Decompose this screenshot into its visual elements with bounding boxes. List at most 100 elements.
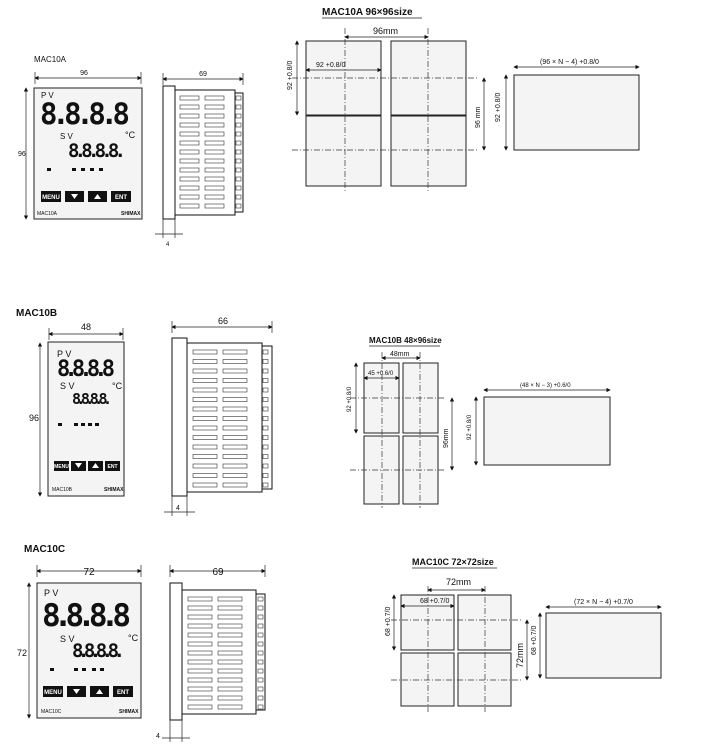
terminal — [235, 122, 242, 128]
terminal — [235, 194, 242, 200]
vent-slot — [187, 596, 213, 602]
side-depth-label: 66 — [218, 316, 228, 326]
brand-label: SHIMAX — [119, 709, 139, 715]
vent-slot — [179, 113, 200, 119]
model-title: MAC10C — [24, 544, 65, 555]
vent-slot — [179, 95, 200, 101]
terminal — [262, 473, 269, 478]
vent-slot — [222, 454, 248, 459]
front-height-label: 72 — [17, 648, 27, 658]
ent-button-label: ENT — [115, 195, 127, 201]
vent-slot — [187, 659, 213, 665]
terminal — [235, 104, 242, 110]
vent-slot — [204, 95, 225, 101]
unit-label: °C — [128, 633, 139, 643]
terminal — [262, 435, 269, 440]
vent-slot — [222, 482, 248, 488]
vent-slot — [222, 387, 248, 393]
ent-button[interactable] — [113, 686, 133, 697]
vpitch-label: 96mm — [443, 428, 450, 448]
ent-button[interactable] — [105, 461, 120, 471]
side-view: 69 4 — [156, 565, 266, 742]
vent-slot — [187, 632, 213, 638]
menu-button[interactable] — [43, 686, 63, 697]
vhole-label: 92 +0.8/0 — [287, 61, 294, 90]
vent-slot — [192, 368, 218, 374]
vent-slot — [179, 203, 200, 209]
gang-label: (96 × N − 4) +0.8/0 — [540, 59, 599, 66]
sv-display: 8.8.8.8. — [72, 390, 112, 408]
model-title: MAC10A — [34, 55, 67, 64]
front-height-label: 96 — [18, 151, 26, 158]
vent-slot — [217, 650, 243, 656]
up-arrow-icon — [92, 463, 99, 468]
terminal — [257, 659, 264, 665]
front-height-label: 96 — [29, 413, 39, 423]
pv-display: 8.8.8.8 — [42, 598, 131, 634]
panel-cutout: MAC10C 72×72size 72mm 68 +0.7/0 68 +0.7/… — [385, 557, 662, 712]
side-view: 69 4 — [155, 71, 244, 248]
vent-slot — [179, 194, 200, 200]
ent-button-label: ENT — [117, 690, 129, 696]
model-label: MAC10C — [41, 709, 62, 715]
vhole-label: 92 +0.8/0 — [347, 386, 353, 412]
cutout-title: MAC10A 96×96size — [322, 7, 413, 18]
vent-slot — [222, 397, 248, 402]
vent-slot — [179, 140, 200, 146]
vent-slot — [217, 596, 243, 602]
sv-label: S V — [60, 381, 75, 391]
vent-slot — [192, 359, 218, 364]
terminal — [235, 113, 242, 119]
terminal — [235, 167, 242, 173]
down-arrow-icon — [71, 194, 78, 199]
menu-button-label: MENU — [54, 464, 69, 470]
vent-slot — [192, 473, 218, 478]
terminal — [257, 596, 264, 602]
terminal — [262, 378, 269, 383]
ent-button[interactable] — [111, 191, 131, 202]
front-width-label: 48 — [81, 322, 91, 332]
vent-slot — [222, 425, 248, 431]
vent-slot — [204, 167, 225, 173]
section-mac10a: MAC10A 96 96 P V 8.8.8.8 S V 8.8.8.8. °C… — [18, 7, 640, 248]
menu-button[interactable] — [41, 191, 61, 202]
terminal — [257, 632, 264, 638]
terminal — [235, 149, 242, 155]
gang-height-label: 92 +0.8/0 — [467, 414, 473, 440]
vent-slot — [222, 463, 248, 469]
bezel-label: 4 — [166, 242, 170, 248]
side-slots — [179, 95, 242, 209]
brand-label: SHIMAX — [121, 211, 141, 217]
cutout-title: MAC10C 72×72size — [412, 557, 494, 567]
up-arrow-icon — [94, 194, 101, 199]
vent-slot — [222, 406, 248, 412]
pv-label: P V — [44, 588, 58, 598]
vent-slot — [192, 416, 218, 421]
menu-button-label: MENU — [42, 195, 60, 201]
vent-slot — [192, 444, 218, 450]
terminal — [262, 397, 269, 402]
vent-slot — [222, 359, 248, 364]
model-label: MAC10B — [52, 487, 73, 493]
vent-slot — [217, 623, 243, 629]
gang-height-label: 68 +0.7/0 — [531, 626, 538, 655]
unit-label: °C — [125, 130, 136, 140]
status-leds — [47, 168, 103, 171]
terminal — [257, 650, 264, 656]
panel-cutout: MAC10B 48×96size 48mm 45 +0.6/0 92 +0.8/… — [347, 336, 611, 508]
vent-slot — [187, 605, 213, 611]
menu-button[interactable] — [54, 461, 69, 471]
vent-slot — [217, 605, 243, 611]
vent-slot — [217, 704, 243, 710]
down-arrow-icon — [73, 689, 80, 694]
terminal — [262, 368, 269, 374]
vhole-label: 68 +0.7/0 — [385, 607, 392, 636]
terminal — [262, 482, 269, 488]
model-label: MAC10A — [37, 211, 58, 217]
terminal — [257, 704, 264, 710]
vent-slot — [187, 641, 213, 647]
vent-slot — [179, 158, 200, 164]
terminal — [235, 203, 242, 209]
brand-label: SHIMAX — [104, 487, 124, 493]
vent-slot — [204, 203, 225, 209]
